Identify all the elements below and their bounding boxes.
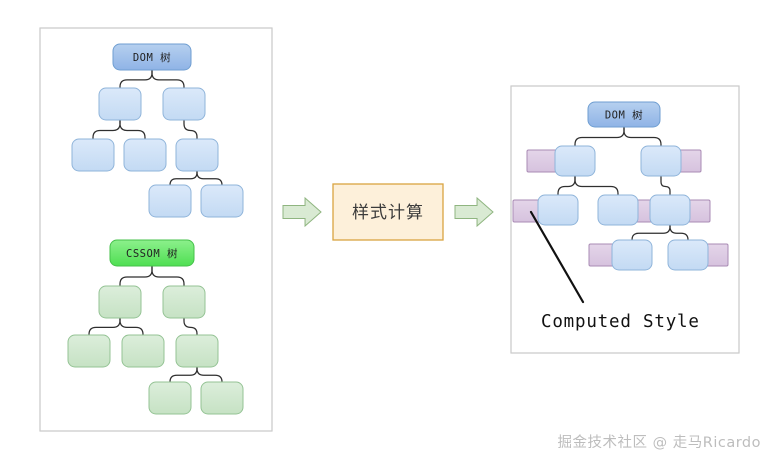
cssom-tree-node (200, 381, 244, 415)
cssom-tree-node (148, 381, 192, 415)
output-tree-node (667, 239, 709, 271)
output-tree-node (640, 145, 682, 177)
tree-link (88, 317, 121, 336)
dom-tree-header-box (112, 43, 192, 71)
tree-link (557, 175, 576, 196)
dom-tree-nodes (71, 87, 244, 218)
tree-link (92, 119, 121, 140)
arrow-right-icon-out (454, 196, 494, 228)
tree-link (660, 175, 671, 196)
tree-link (196, 170, 223, 186)
tree-link (623, 126, 662, 147)
arrow-right-icon-in (282, 196, 322, 228)
cssom-tree-node (162, 285, 206, 319)
tree-link (119, 69, 153, 89)
output-tree-node (649, 194, 691, 226)
tree-link (669, 224, 689, 241)
watermark: 掘金技术社区 @ 走马Ricardo (557, 435, 761, 451)
tree-link (119, 265, 153, 287)
cssom-tree-node (67, 334, 111, 368)
tree-link (183, 119, 198, 140)
output-tree-node (554, 145, 596, 177)
dom-tree-links (92, 69, 223, 186)
style-calculation-label: 样式计算 (352, 203, 424, 223)
cssom-tree-links (88, 265, 223, 383)
cssom-tree-node (121, 334, 165, 368)
output-tree-header-label: DOM 树 (605, 109, 643, 122)
dom-tree-node (175, 138, 219, 172)
tree-link (196, 366, 223, 383)
tree-link (151, 69, 185, 89)
dom-tree-node (162, 87, 206, 121)
tree-link (574, 126, 625, 147)
tree-link (574, 175, 619, 196)
tree-link (151, 265, 185, 287)
tree-link (183, 317, 198, 336)
cssom-tree-node (98, 285, 142, 319)
output-tree-nodes (537, 145, 709, 271)
dom-tree-node (200, 184, 244, 218)
tree-link (119, 119, 146, 140)
output-tree-node (611, 239, 653, 271)
output-tree-links (557, 126, 689, 241)
tree-link (119, 317, 144, 336)
output-tree-node (537, 194, 579, 226)
cssom-tree-node (175, 334, 219, 368)
cssom-tree-header-box (109, 239, 195, 267)
input-trees-panel (39, 27, 273, 432)
dom-tree-node (148, 184, 192, 218)
style-calculation-box (332, 183, 444, 241)
dom-tree-node (98, 87, 142, 121)
dom-tree-header-label: DOM 树 (133, 51, 171, 64)
computed-style-label: Computed Style (541, 312, 700, 332)
cssom-tree-nodes (67, 285, 244, 415)
cssom-tree-header-label: CSSOM 树 (126, 247, 178, 260)
dom-tree-node (71, 138, 115, 172)
dom-tree-node (123, 138, 167, 172)
output-tree-node (597, 194, 639, 226)
computed-style-pointer (529, 210, 585, 304)
output-tree-header-box (587, 101, 661, 128)
